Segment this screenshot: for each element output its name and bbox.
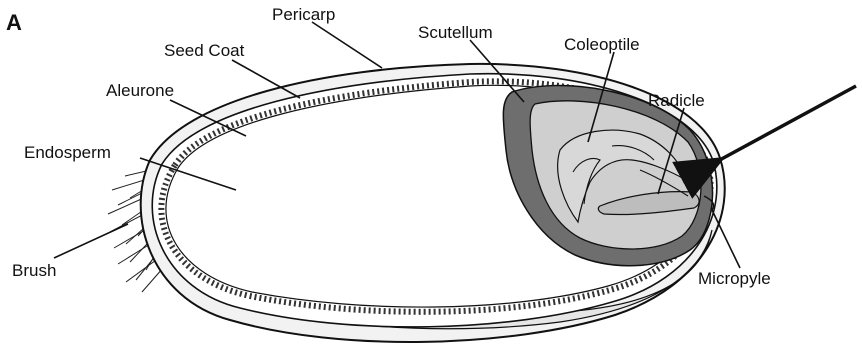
label-brush: Brush <box>12 261 56 280</box>
pericarp-leader <box>312 22 382 68</box>
label-coleoptile: Coleoptile <box>564 35 640 54</box>
arrow-left-down-icon <box>716 86 856 162</box>
label-aleurone: Aleurone <box>106 81 174 100</box>
label-scutellum: Scutellum <box>418 23 493 42</box>
label-seed-coat: Seed Coat <box>164 41 245 60</box>
micropyle-leader <box>712 210 740 268</box>
label-radicle: Radicle <box>648 91 705 110</box>
brush-leader <box>54 224 128 258</box>
label-micropyle: Micropyle <box>698 269 771 288</box>
label-endosperm: Endosperm <box>24 143 111 162</box>
panel-letter: A <box>6 10 22 35</box>
label-pericarp: Pericarp <box>272 5 335 24</box>
